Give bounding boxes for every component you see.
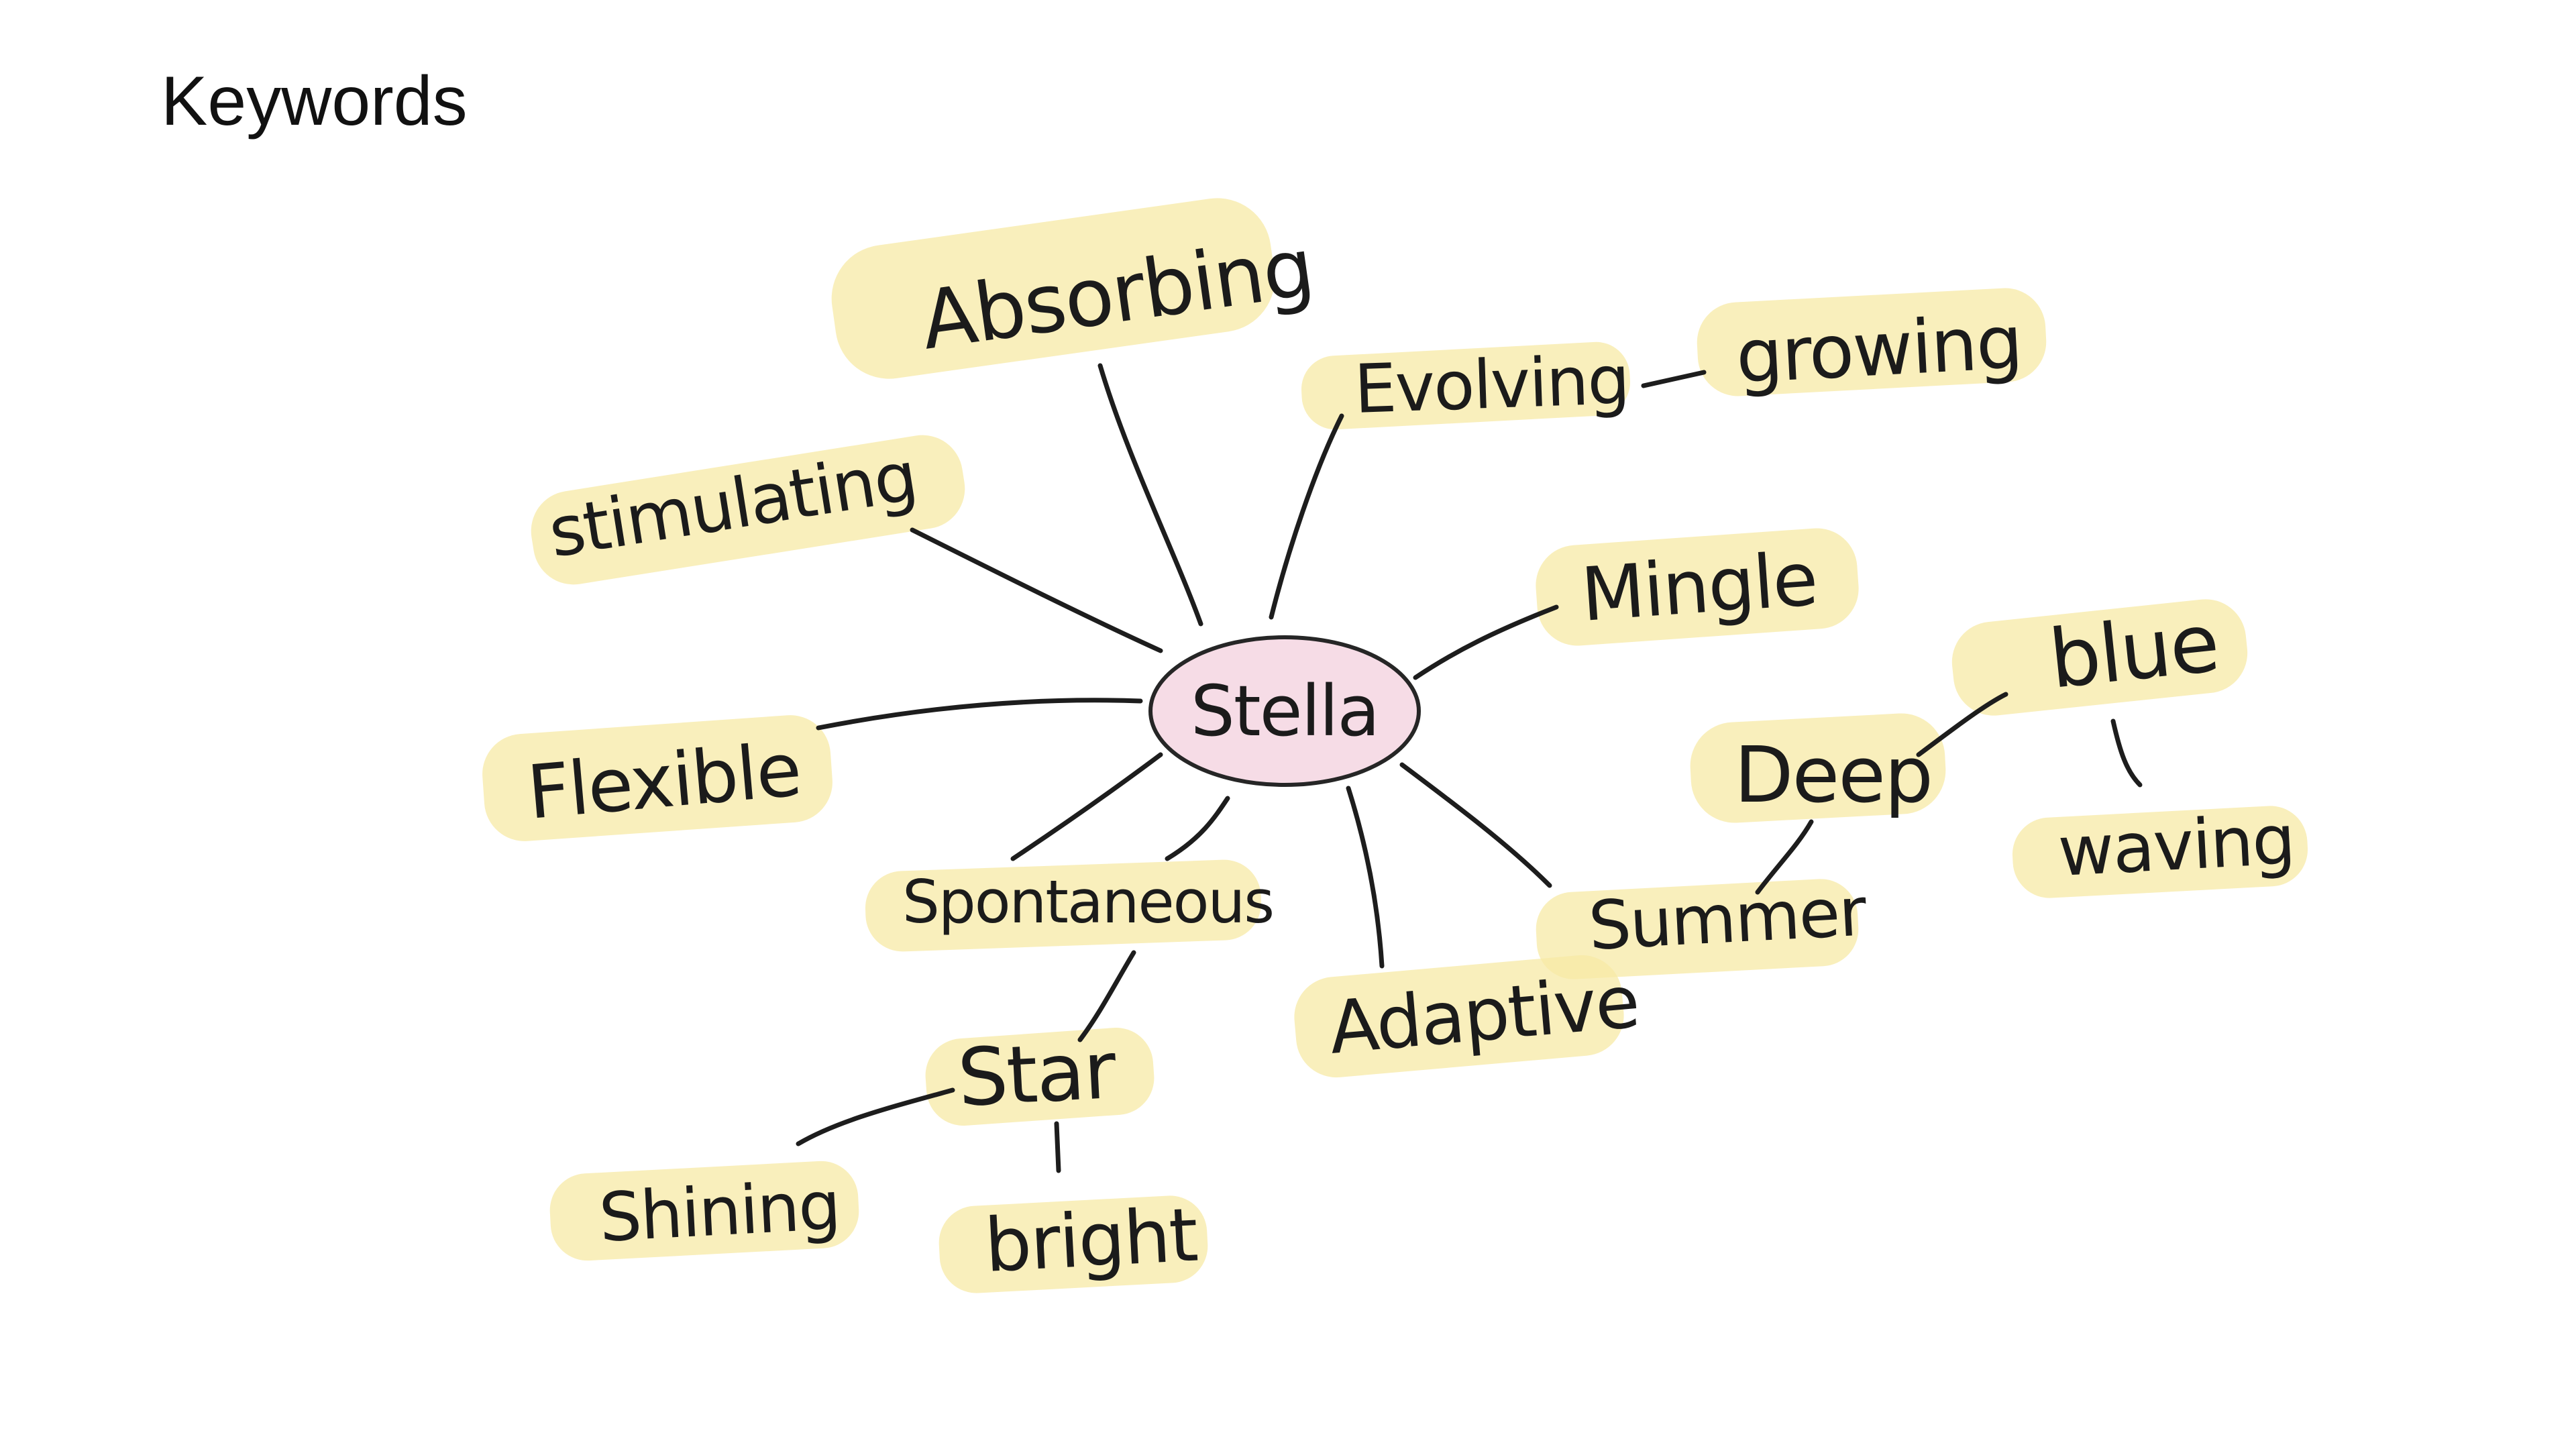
edge-star-shining [796, 1087, 955, 1146]
page-title: Keywords [161, 62, 468, 140]
edge-spontaneous-star [1077, 950, 1136, 1042]
highlight-absorbing [831, 198, 1275, 379]
edge-evolving [1269, 413, 1344, 620]
center-node: Stella [1148, 635, 1421, 787]
edge-star-bright [1054, 1121, 1061, 1173]
highlight-deep [1690, 713, 1946, 823]
edge-deep-blue [1916, 692, 2008, 757]
keyword-evolving: Evolving [1353, 341, 1630, 429]
edge-summer [1399, 762, 1552, 888]
edge-mingle [1413, 604, 1559, 680]
edge-summer-deep [1755, 819, 1814, 895]
highlight-adaptive [1294, 955, 1624, 1078]
center-ellipse [1148, 635, 1421, 787]
highlight-mingle [1536, 528, 1859, 646]
edge-spontaneous [1010, 752, 1163, 861]
edge-spontaneous-2 [1165, 796, 1230, 861]
keyword-star: Star [955, 1024, 1118, 1124]
highlight-spontaneous [865, 859, 1262, 952]
edge-stimulating [910, 527, 1163, 653]
center-label: Stella [1191, 670, 1379, 752]
highlight-star [925, 1028, 1155, 1126]
highlight-shining [549, 1161, 859, 1261]
keyword-blue: blue [2045, 596, 2223, 707]
keyword-deep: Deep [1734, 731, 1932, 820]
edge-flexible [816, 698, 1143, 731]
edge-blue-waving [2110, 718, 2143, 788]
edge-absorbing [1097, 363, 1203, 627]
keyword-summer: Summer [1587, 872, 1869, 965]
keyword-bright: bright [983, 1192, 1199, 1289]
keyword-growing: growing [1734, 299, 2024, 400]
highlight-layer [482, 198, 2308, 1293]
connector-layer [796, 363, 2143, 1173]
highlight-growing [1697, 288, 2047, 396]
keyword-mingle: Mingle [1578, 536, 1819, 638]
keyword-layer: Absorbing Evolving growing stimulating M… [524, 221, 2296, 1289]
edge-adaptive [1346, 786, 1385, 969]
highlight-evolving [1301, 341, 1630, 430]
highlight-summer [1536, 879, 1859, 979]
highlight-blue [1951, 599, 2248, 716]
edge-evolving-growing [1641, 370, 1707, 388]
keyword-spontaneous: Spontaneous [902, 867, 1273, 936]
keyword-shining: Shining [597, 1166, 841, 1257]
highlight-flexible [482, 715, 833, 841]
highlight-waving [2012, 806, 2308, 898]
highlight-stimulating [531, 435, 965, 585]
highlight-bright [938, 1195, 1208, 1293]
keyword-waving: waving [2056, 800, 2296, 892]
